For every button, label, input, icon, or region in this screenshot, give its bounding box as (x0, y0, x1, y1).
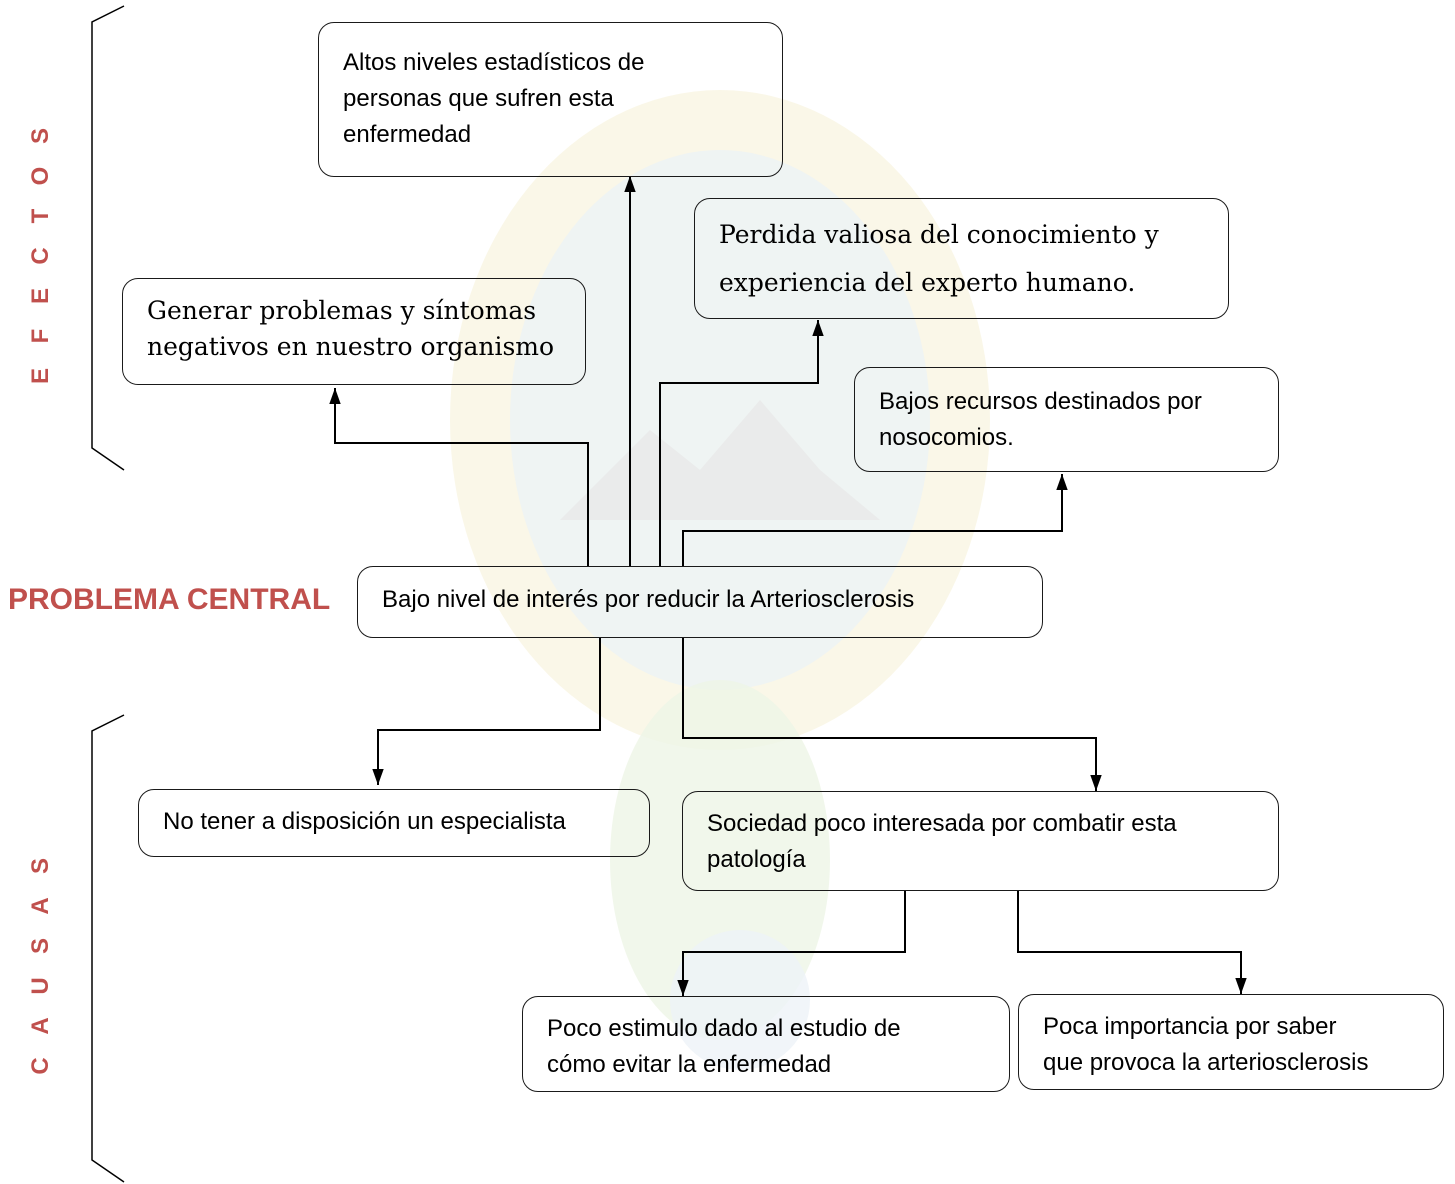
cause-little-stimulus-box: Poco estimulo dado al estudio de cómo ev… (522, 996, 1010, 1092)
cause-no-specialist-box: No tener a disposición un especialista (138, 789, 650, 857)
effect-statistics-box: Altos niveles estadísticos de personas q… (318, 22, 783, 177)
central-problem-label: PROBLEMA CENTRAL (8, 583, 331, 616)
effect-statistics-line-3: enfermedad (343, 121, 472, 148)
effect-statistics-line-1: Altos niveles estadísticos de (343, 49, 645, 76)
cause-little-stimulus-line-2: cómo evitar la enfermedad (547, 1051, 832, 1078)
central-problem-text: Bajo nivel de interés por reducir la Art… (382, 586, 915, 613)
effect-low-resources-box: Bajos recursos destinados por nosocomios… (854, 367, 1279, 472)
cause-little-stimulus-line-1: Poco estimulo dado al estudio de (547, 1015, 901, 1042)
cause-society-box: Sociedad poco interesada por combatir es… (682, 791, 1279, 891)
effect-symptoms-line-1: Generar problemas y síntomas (147, 296, 537, 325)
link-society-to-stimulus (677, 891, 906, 996)
effect-low-resources-line-2: nosocomios. (879, 424, 1014, 451)
effect-symptoms-box: Generar problemas y síntomas negativos e… (122, 278, 586, 385)
effect-knowledge-loss-line-1: Perdida valiosa del conocimiento y (719, 220, 1159, 249)
link-central-to-knowledge (659, 320, 824, 566)
link-central-to-symptoms (329, 388, 589, 566)
effect-knowledge-loss-line-2: experiencia del experto humano. (719, 268, 1136, 297)
link-central-to-resources (682, 474, 1068, 566)
link-central-to-no-specialist (372, 638, 601, 785)
cause-little-importance-line-1: Poca importancia por saber (1043, 1013, 1337, 1040)
cause-little-importance-line-2: que provoca la arteriosclerosis (1043, 1049, 1369, 1076)
effects-bracket (91, 5, 125, 471)
link-central-to-society (682, 638, 1102, 791)
effect-statistics-line-2: personas que sufren esta (343, 85, 614, 112)
link-society-to-importance (1017, 891, 1247, 994)
cause-society-line-1: Sociedad poco interesada por combatir es… (707, 810, 1177, 837)
cause-society-line-2: patología (707, 846, 806, 873)
cause-no-specialist-text: No tener a disposición un especialista (163, 808, 566, 835)
cause-little-importance-box: Poca importancia por saber que provoca l… (1018, 994, 1444, 1090)
effect-knowledge-loss-box: Perdida valiosa del conocimiento y exper… (694, 198, 1229, 319)
effect-low-resources-line-1: Bajos recursos destinados por (879, 388, 1202, 415)
effect-symptoms-line-2: negativos en nuestro organismo (147, 332, 555, 361)
causes-bracket (91, 714, 125, 1183)
central-problem-box: Bajo nivel de interés por reducir la Art… (357, 566, 1043, 638)
